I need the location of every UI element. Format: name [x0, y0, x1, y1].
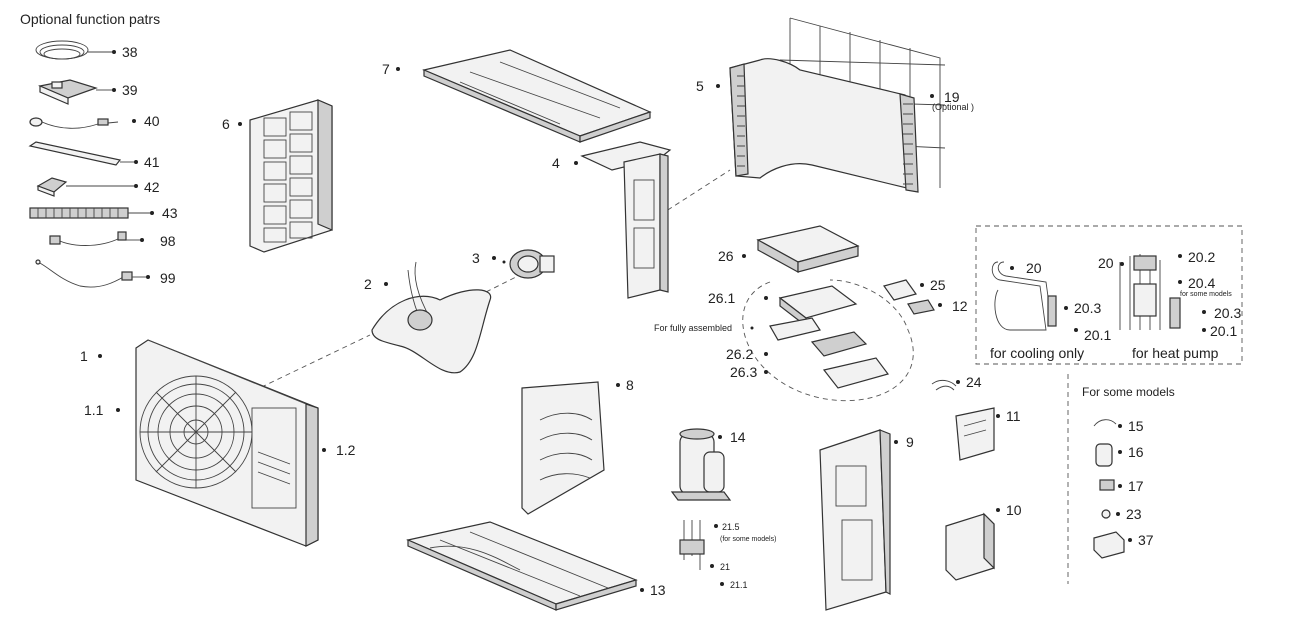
- part-26-1-main-board: 26.1 For fully assembled: [654, 279, 914, 402]
- callout-14: 14: [730, 429, 746, 445]
- callout-1: 1: [80, 348, 88, 364]
- part-38-cable-coil: 38: [35, 40, 138, 60]
- callout-11: 11: [1006, 408, 1021, 424]
- callout-6: 6: [222, 116, 230, 132]
- callout-13: 13: [650, 582, 666, 598]
- part-6-side-grille: 6: [222, 99, 333, 253]
- callout-26-2: 26.2: [726, 346, 753, 362]
- callout-7: 7: [382, 61, 390, 77]
- callout-1-2: 1.2: [336, 442, 356, 458]
- note-cooling-only: for cooling only: [990, 345, 1084, 361]
- part-42-clip: 42: [36, 177, 160, 197]
- part-4-motor-bracket: 4: [552, 141, 672, 299]
- part-9-right-side-panel: 9: [819, 429, 914, 611]
- callout-20-4: 20.4: [1188, 275, 1215, 291]
- callout-12: 12: [952, 298, 968, 314]
- callout-43: 43: [162, 205, 178, 221]
- part-12-terminal: 12: [907, 298, 968, 315]
- callout-20-cooling: 20: [1026, 260, 1042, 276]
- callout-21: 21: [720, 562, 730, 572]
- callout-20-1-cooling: 20.1: [1084, 327, 1111, 343]
- callout-39: 39: [122, 82, 138, 98]
- part-40-sensor-wire: 40: [29, 113, 160, 129]
- note-heat-pump: for heat pump: [1132, 345, 1219, 361]
- callout-16: 16: [1128, 444, 1144, 460]
- callout-98: 98: [160, 233, 176, 249]
- callout-20-4-note: for some models: [1180, 291, 1232, 298]
- part-14-compressor: 14: [670, 428, 746, 501]
- refrigerant-piping-box: 20 20.3 20.1 for cooling only 20 20.2 20…: [975, 225, 1243, 365]
- part-1-front-panel: 1 1.1 1.2: [80, 339, 356, 547]
- part-41-heater-rod: 41: [28, 141, 160, 170]
- part-98-connector-cable: 98: [49, 231, 176, 249]
- callout-20-3-heat: 20.3: [1214, 305, 1241, 321]
- part-8-partition: 8: [521, 377, 634, 515]
- callout-42: 42: [144, 179, 160, 195]
- callout-41: 41: [144, 154, 160, 170]
- callout-3: 3: [472, 250, 480, 266]
- part-13-base-chassis: 13: [406, 521, 666, 611]
- callout-25: 25: [930, 277, 946, 293]
- part-2-axial-fan: 2: [364, 261, 492, 374]
- part-99-sensor-harness: 99: [35, 259, 176, 288]
- part-21-valve-assembly: 21.5 (for some models) 21 21.1: [679, 520, 776, 590]
- note-some-models: For some models: [1082, 385, 1175, 399]
- part-43-heater-belt: 43: [29, 205, 178, 221]
- callout-8: 8: [626, 377, 634, 393]
- callout-10: 10: [1006, 502, 1022, 518]
- callout-26-3: 26.3: [730, 364, 757, 380]
- callout-20-heat: 20: [1098, 255, 1114, 271]
- callout-5: 5: [696, 78, 704, 94]
- callout-9: 9: [906, 434, 914, 450]
- callout-19-note: (Optional ): [932, 102, 974, 112]
- part-11-valve-cover: 11: [955, 407, 1021, 461]
- part-26-3-box-cover: 26.3: [730, 357, 890, 389]
- callout-20-1-heat: 20.1: [1210, 323, 1237, 339]
- note-fully-assembled: For fully assembled: [654, 323, 732, 333]
- callout-1-1: 1.1: [84, 402, 104, 418]
- part-26-2-electric-box: 26.2: [726, 331, 868, 362]
- callout-26-1: 26.1: [708, 290, 735, 306]
- part-39-pcb-module: 39: [37, 79, 138, 105]
- callout-15: 15: [1128, 418, 1144, 434]
- part-25-terminal-block: 25: [883, 277, 946, 301]
- callout-4: 4: [552, 155, 560, 171]
- callout-20-3-cooling: 20.3: [1074, 300, 1101, 316]
- callout-2: 2: [364, 276, 372, 292]
- some-models-group: For some models 15 16 17 23 37: [1067, 374, 1175, 584]
- callout-23: 23: [1126, 506, 1142, 522]
- callout-26: 26: [718, 248, 734, 264]
- optional-parts-title: Optional function patrs: [20, 11, 160, 27]
- callout-19: 19: [944, 89, 960, 105]
- callout-17: 17: [1128, 478, 1144, 494]
- callout-21-1: 21.1: [730, 580, 748, 590]
- callout-20-2: 20.2: [1188, 249, 1215, 265]
- part-26-control-box: 26: [718, 225, 860, 274]
- part-24-wire-clip: 24: [931, 374, 982, 391]
- part-3-fan-motor: 3: [472, 249, 555, 279]
- part-10-big-handle: 10: [945, 502, 1022, 581]
- callout-37: 37: [1138, 532, 1154, 548]
- part-7-top-cover: 7: [382, 49, 652, 143]
- callout-24: 24: [966, 374, 982, 390]
- callout-38: 38: [122, 44, 138, 60]
- callout-21-5: 21.5: [722, 522, 740, 532]
- callout-40: 40: [144, 113, 160, 129]
- callout-21-5-note: (for some models): [720, 536, 776, 543]
- part-5-condenser-coil: 5 19 (Optional ): [696, 58, 974, 193]
- callout-99: 99: [160, 270, 176, 286]
